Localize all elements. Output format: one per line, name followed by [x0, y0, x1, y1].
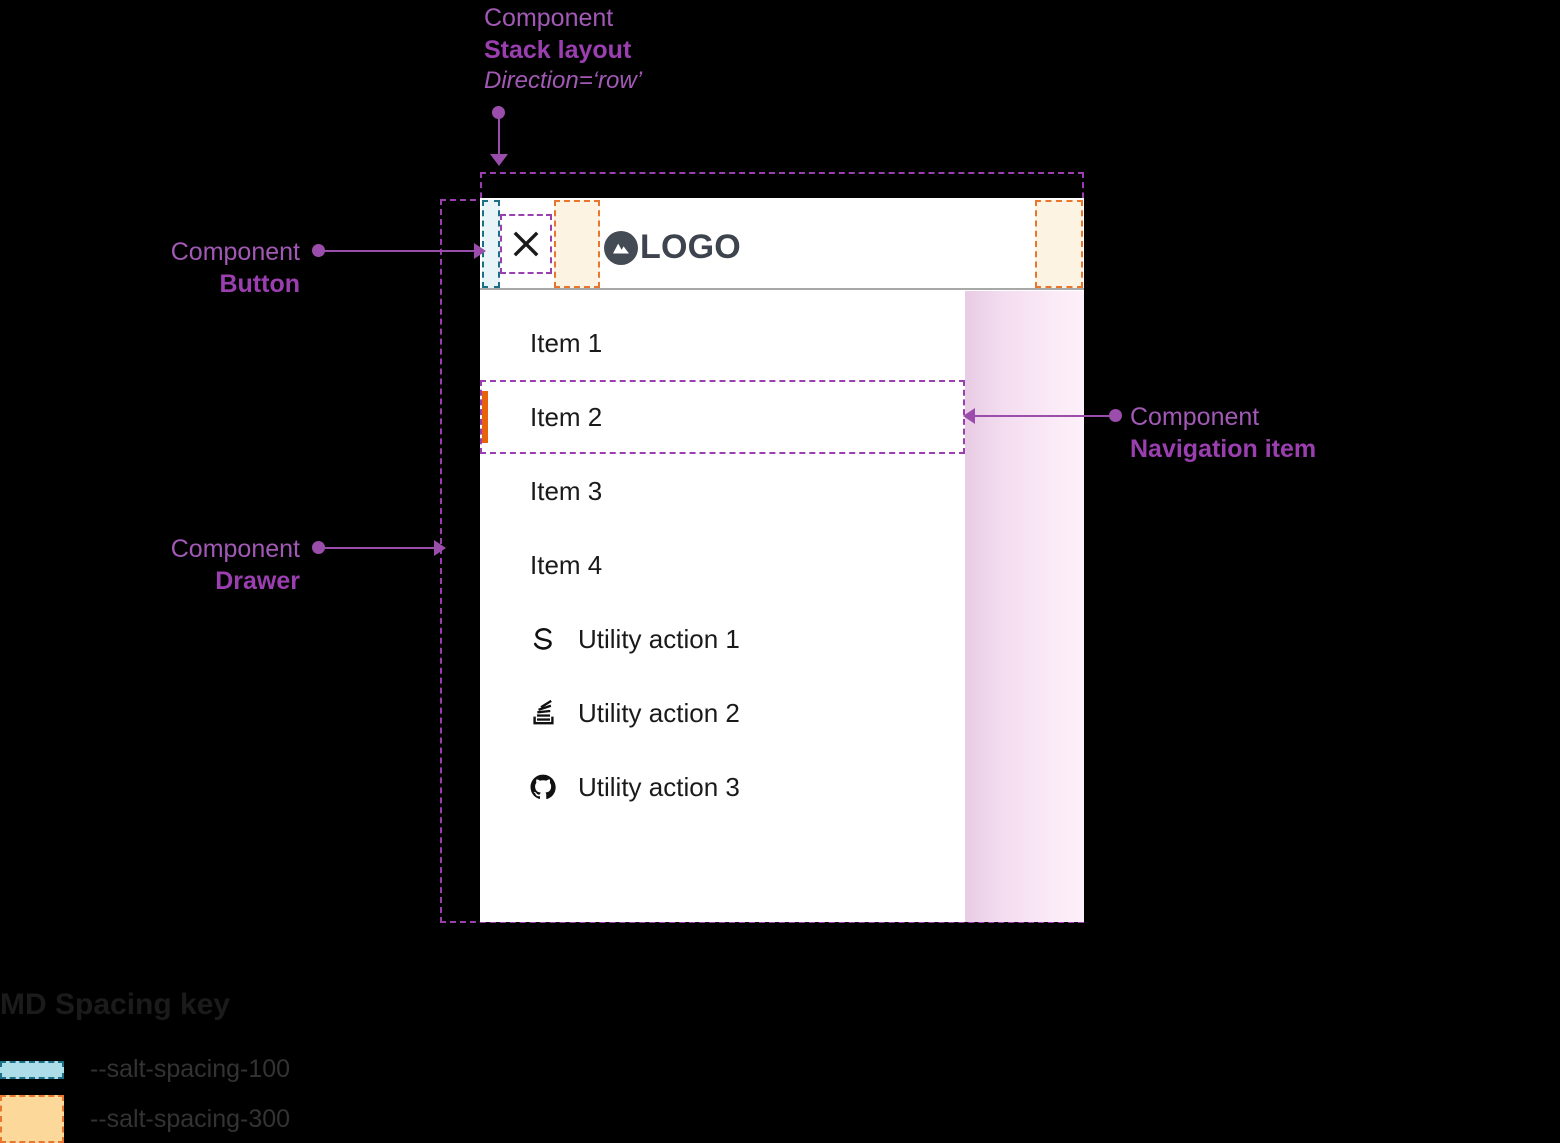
utility-action-2[interactable]: Utility action 2	[480, 676, 965, 750]
legend-title: MD Spacing key	[0, 988, 231, 1021]
connector-line-stack-layout	[498, 112, 500, 156]
connector-arrow-drawer	[434, 540, 446, 556]
connector-dot-navigation-item	[1109, 409, 1122, 422]
connector-line-drawer	[318, 547, 438, 549]
connector-arrow-stack-layout	[490, 154, 508, 166]
utility-action-1[interactable]: Utility action 1	[480, 602, 965, 676]
annotation-drawer: Component Drawer	[0, 533, 300, 597]
salt-s-icon	[528, 627, 558, 651]
mountain-logo-icon	[604, 230, 638, 265]
spacing-100-swatch	[0, 1060, 64, 1079]
annotation-drawer-name: Drawer	[215, 567, 300, 595]
connector-line-button	[318, 250, 478, 252]
nav-item-2[interactable]: Item 2	[480, 380, 965, 454]
spec-outline-button	[500, 214, 552, 274]
connector-arrow-navigation-item	[963, 408, 975, 424]
nav-item-4[interactable]: Item 4	[480, 528, 965, 602]
nav-item-label: Item 3	[530, 475, 603, 506]
utility-action-label: Utility action 1	[578, 623, 740, 654]
highlight-band	[965, 291, 1084, 922]
logo: LOGO	[604, 228, 741, 267]
active-indicator	[482, 391, 488, 443]
legend-row-spacing-100: --salt-spacing-100	[0, 1055, 290, 1084]
annotation-navigation-item: Component Navigation item	[1130, 401, 1530, 465]
nav-item-label: Item 1	[530, 327, 603, 358]
annotation-button: Component Button	[0, 236, 300, 300]
annotation-stack-layout-direction: Direction=‘row’	[484, 67, 643, 94]
spec-outline-navigation-item	[480, 380, 965, 454]
legend-row-spacing-300: --salt-spacing-300	[0, 1095, 290, 1143]
spacing-300-trailing	[1035, 200, 1083, 288]
close-button[interactable]	[504, 222, 548, 266]
spacing-300-after-button	[554, 200, 600, 288]
annotation-stack-layout-name: Stack layout	[484, 36, 632, 64]
annotation-stack-layout-lead: Component	[484, 4, 614, 32]
nav-item-1[interactable]: Item 1	[480, 306, 965, 380]
utility-action-label: Utility action 2	[578, 697, 740, 728]
logo-text: LOGO	[640, 228, 741, 266]
github-icon	[528, 774, 558, 800]
nav-item-label: Item 4	[530, 549, 603, 580]
connector-arrow-button	[474, 243, 486, 259]
annotation-button-name: Button	[219, 270, 300, 298]
close-icon	[513, 231, 539, 257]
annotation-stack-layout: Component Stack layout Direction=‘row’	[484, 2, 904, 97]
nav-item-label: Item 2	[530, 401, 603, 432]
annotation-navigation-item-name: Navigation item	[1130, 435, 1317, 463]
utility-action-3[interactable]: Utility action 3	[480, 750, 965, 824]
spacing-300-swatch	[0, 1095, 64, 1143]
stackoverflow-icon	[528, 700, 558, 726]
legend-token-label: --salt-spacing-100	[90, 1055, 291, 1083]
annotation-button-lead: Component	[170, 238, 300, 266]
nav-item-3[interactable]: Item 3	[480, 454, 965, 528]
utility-action-label: Utility action 3	[578, 771, 740, 802]
legend-token-label: --salt-spacing-300	[90, 1104, 291, 1133]
connector-line-navigation-item	[975, 415, 1111, 417]
annotation-navigation-item-lead: Component	[1130, 403, 1260, 431]
annotation-drawer-lead: Component	[170, 535, 300, 563]
